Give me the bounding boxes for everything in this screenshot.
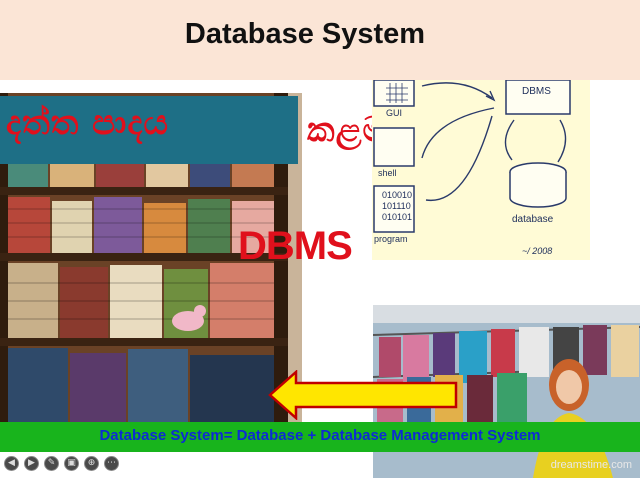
next-icon[interactable]: ▶ <box>24 456 39 471</box>
sinhala-title-box <box>0 96 298 164</box>
dbms-diagram: GUI shell 010010 101110 010101 program D… <box>372 80 590 260</box>
footer-equation: Database System= Database + Database Man… <box>99 427 541 444</box>
title-banner <box>0 0 640 80</box>
binary-line: 010101 <box>382 212 413 222</box>
more-icon[interactable]: ⋯ <box>104 456 119 471</box>
diagram-shapes <box>373 80 571 233</box>
prev-icon[interactable]: ◀ <box>4 456 19 471</box>
sinhala-database-label: දත්ත පාදය <box>6 103 169 143</box>
slide-title: Database System <box>184 18 426 50</box>
footer-bar <box>0 422 640 452</box>
slideshow-toolbar: ◀ ▶ ✎ ▣ ⊕ ⋯ <box>4 456 119 474</box>
left-arrow-icon <box>268 370 458 420</box>
watermark: dreamstime.com <box>550 459 632 471</box>
slides-icon[interactable]: ▣ <box>64 456 79 471</box>
binary-line: 010010 <box>382 190 413 200</box>
zoom-icon[interactable]: ⊕ <box>84 456 99 471</box>
diagram-dbms-label: DBMS <box>522 86 551 97</box>
diagram-binary-block: 010010 101110 010101 <box>382 190 412 223</box>
diagram-gui-label: GUI <box>386 108 403 118</box>
diagram-program-label: program <box>374 234 408 244</box>
diagram-signature: ~/ 2008 <box>522 246 553 256</box>
binary-line: 101110 <box>382 201 411 211</box>
diagram-shell-label: shell <box>378 168 397 178</box>
diagram-database-label: database <box>512 214 554 225</box>
pen-icon[interactable]: ✎ <box>44 456 59 471</box>
dbms-heading: DBMS <box>238 224 353 268</box>
